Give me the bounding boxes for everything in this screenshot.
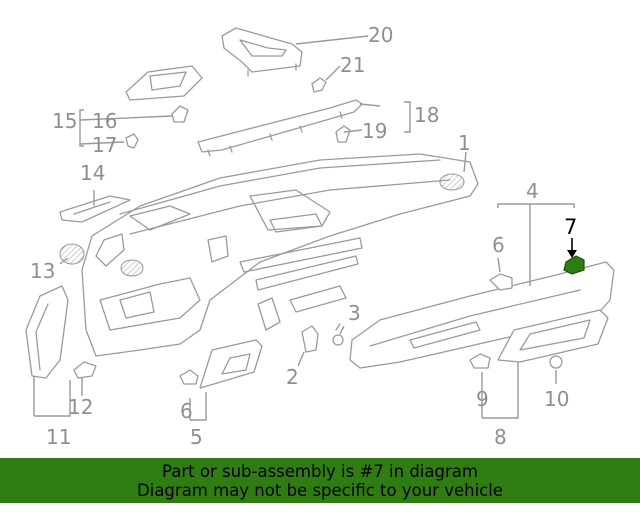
callout-5: 5 xyxy=(190,425,203,449)
part-14-vent-cover xyxy=(59,195,131,223)
part-6-clip-lower xyxy=(179,369,199,385)
callout-2: 2 xyxy=(286,365,299,389)
part-3-clip xyxy=(332,323,344,346)
callout-21: 21 xyxy=(340,53,365,77)
callout-7-arrow xyxy=(567,238,577,258)
part-17-clip xyxy=(125,133,139,149)
part-18-garnish xyxy=(197,99,363,157)
part-10-clip xyxy=(549,355,563,369)
banner-line-1: Part or sub-assembly is #7 in diagram xyxy=(162,461,478,481)
part-5-lower-panel xyxy=(199,339,263,389)
callout-4: 4 xyxy=(526,179,539,203)
callout-20: 20 xyxy=(368,23,393,47)
callout-3: 3 xyxy=(348,301,361,325)
callout-8: 8 xyxy=(494,425,507,449)
part-21-clip xyxy=(311,77,327,93)
callout-15: 15 xyxy=(52,109,77,133)
part-7-highlighted xyxy=(563,255,585,275)
callout-14: 14 xyxy=(80,161,105,185)
callout-19: 19 xyxy=(362,119,387,143)
callout-16: 16 xyxy=(92,109,117,133)
leader-lines xyxy=(33,35,575,421)
callout-1: 1 xyxy=(458,131,471,155)
callout-17: 17 xyxy=(92,133,117,157)
info-banner: Part or sub-assembly is #7 in diagram Di… xyxy=(0,458,640,503)
callout-13: 13 xyxy=(30,259,55,283)
callout-10: 10 xyxy=(544,387,569,411)
part-8-panel xyxy=(497,309,609,363)
part-12-clip xyxy=(73,361,97,379)
part-11-side-panel xyxy=(25,285,69,379)
banner-line-2: Diagram may not be specific to your vehi… xyxy=(137,480,503,500)
callout-6-lower: 6 xyxy=(180,399,193,423)
callout-9: 9 xyxy=(476,387,489,411)
part-4-lower-trim xyxy=(349,261,615,369)
part-20-bezel xyxy=(221,27,303,77)
parts-diagram: 20 21 15 16 17 18 19 1 14 4 7 6 13 3 2 1… xyxy=(25,23,615,449)
part-6-clip-upper xyxy=(489,273,513,291)
part-15-panel xyxy=(125,65,203,101)
part-2-bracket xyxy=(301,325,319,353)
callout-6-upper: 6 xyxy=(492,233,505,257)
callout-7: 7 xyxy=(564,215,577,239)
callout-18: 18 xyxy=(414,103,439,127)
part-16-clip xyxy=(171,105,189,123)
part-1-instrument-panel xyxy=(81,153,479,357)
callout-11: 11 xyxy=(46,425,71,449)
callout-12: 12 xyxy=(68,395,93,419)
part-9-clip xyxy=(469,353,491,369)
part-19-clip xyxy=(335,125,351,143)
